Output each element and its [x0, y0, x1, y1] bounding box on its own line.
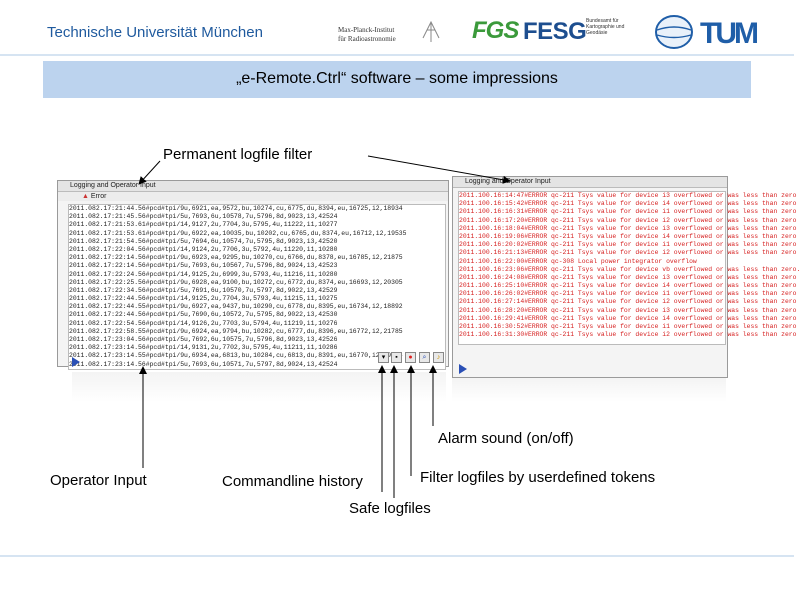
slide-title: „e-Remote.Ctrl“ software – some impressi… — [236, 70, 558, 87]
log-line: 2011.082.17:22:44.55#pcd#tpi/9u,6927,ea,… — [69, 303, 403, 311]
log-line: 2011.100.16:17:20#ERROR qc-211 Tsys valu… — [459, 216, 797, 224]
globe-icon — [655, 15, 693, 49]
log-line: 2011.100.16:27:14#ERROR qc-211 Tsys valu… — [459, 298, 797, 306]
log-line: 2011.100.16:21:13#ERROR qc-211 Tsys valu… — [459, 249, 797, 257]
log-line: 2011.100.16:25:10#ERROR qc-211 Tsys valu… — [459, 282, 797, 290]
title-banner — [43, 61, 751, 98]
left-command-bar: ▾ ▪ ● ⌕ ♪ — [72, 348, 446, 370]
save-icon[interactable]: ▪ — [391, 352, 402, 363]
log-line: 2011.082.17:22:24.56#pcd#tpi/14,9125,2u,… — [69, 270, 338, 278]
log-line: 2011.082.17:21:53.61#pcd#tpi/14,9127,2u,… — [69, 221, 338, 229]
record-icon[interactable]: ● — [405, 352, 416, 363]
log-line: 2011.082.17:21:44.56#pcd#tpi/9u,6921,ea,… — [69, 205, 403, 212]
bkg-logo-line2: Kartographie und Geodäsie — [586, 24, 625, 36]
log-line: 2011.100.16:31:30#ERROR qc-211 Tsys valu… — [459, 331, 797, 339]
footer-divider — [0, 555, 794, 557]
callout-permanent-filter: Permanent logfile filter — [163, 146, 313, 163]
callout-operator-input: Operator Input — [50, 472, 147, 489]
log-line: 2011.100.16:16:31#ERROR qc-211 Tsys valu… — [459, 208, 797, 216]
right-window-title: Logging and Operator Input — [453, 177, 727, 188]
right-window-reflection — [452, 378, 726, 402]
callout-safe-logfiles: Safe logfiles — [349, 500, 431, 517]
header-divider — [0, 54, 794, 56]
mpi-logo: Max-Planck-Institut für Radioastronomie — [338, 26, 396, 44]
bkg-logo-line1: Bundesamt für — [586, 18, 619, 24]
fesg-logo: FESG — [523, 18, 587, 45]
log-line: 2011.082.17:22:44.56#pcd#tpi/5u,7690,6u,… — [69, 311, 338, 319]
university-name: Technische Universität München — [47, 24, 263, 41]
log-line: 2011.100.16:26:02#ERROR qc-211 Tsys valu… — [459, 290, 797, 298]
log-line: 2011.082.17:21:54.56#pcd#tpi/5u,7694,6u,… — [69, 237, 338, 245]
log-line: 2011.100.16:24:08#ERROR qc-211 Tsys valu… — [459, 273, 797, 281]
tum-logo: TUM — [700, 17, 759, 50]
log-line: 2011.100.16:18:04#ERROR qc-211 Tsys valu… — [459, 224, 797, 232]
right-log-window: Logging and Operator Input 2011.100.16:1… — [452, 176, 800, 378]
mpi-logo-line1: Max-Planck-Institut — [338, 26, 395, 34]
log-line: 2011.082.17:22:04.56#pcd#tpi/14,9124,2u,… — [69, 245, 338, 253]
log-line: 2011.082.17:21:53.61#pcd#tpi/9u,6922,ea,… — [69, 229, 407, 237]
log-line: 2011.100.16:15:42#ERROR qc-211 Tsys valu… — [459, 200, 797, 208]
command-prompt-icon[interactable] — [72, 354, 80, 367]
log-line: 2011.100.16:19:06#ERROR qc-211 Tsys valu… — [459, 232, 797, 240]
log-line: 2011.082.17:22:14.56#pcd#tpi/9u,6923,ea,… — [69, 254, 403, 262]
callout-alarm-sound: Alarm sound (on/off) — [438, 430, 574, 447]
mpi-logo-line2: für Radioastronomie — [338, 35, 396, 43]
log-line: 2011.082.17:23:14.56#pcd#tpi/14,9131,2u,… — [69, 344, 338, 352]
log-line: 2011.100.16:28:20#ERROR qc-211 Tsys valu… — [459, 306, 797, 314]
right-log-output: 2011.100.16:14:47#ERROR qc-211 Tsys valu… — [458, 191, 800, 345]
alarm-bell-icon[interactable]: ♪ — [433, 352, 444, 363]
fgs-logo: FGS — [472, 17, 519, 44]
left-log-output: 2011.082.17:21:44.56#pcd#tpi/9u,6921,ea,… — [68, 204, 446, 370]
bkg-logo: Bundesamt für Kartographie und Geodäsie — [586, 18, 646, 36]
log-line: 2011.082.17:23:14.55#pcd#tpi/9u,6934,ea,… — [69, 352, 403, 360]
left-window-reflection — [72, 372, 446, 402]
telescope-icon — [422, 20, 440, 42]
log-line: 2011.100.16:22:00#ERROR qc-308 Local pow… — [459, 257, 697, 265]
left-filter-toolbar: ▲ Error — [58, 192, 448, 201]
log-line: 2011.100.16:20:02#ERROR qc-211 Tsys valu… — [459, 241, 797, 249]
log-line: 2011.082.17:22:14.56#pcd#tpi/5u,7693,6u,… — [69, 262, 338, 270]
log-line: 2011.082.17:22:34.56#pcd#tpi/5u,7691,6u,… — [69, 286, 338, 294]
log-line: 2011.082.17:22:54.56#pcd#tpi/14,9126,2u,… — [69, 319, 338, 327]
history-dropdown-icon[interactable]: ▾ — [378, 352, 389, 363]
log-line: 2011.082.17:22:44.56#pcd#tpi/14,9125,2u,… — [69, 295, 338, 303]
callout-commandline-history: Commandline history — [222, 473, 363, 490]
log-line: 2011.100.16:30:52#ERROR qc-211 Tsys valu… — [459, 323, 797, 330]
filter-icon[interactable]: ▲ — [82, 193, 89, 200]
log-line: 2011.082.17:22:25.56#pcd#tpi/9u,6928,ea,… — [69, 278, 403, 286]
left-window-title: Logging and Operator Input — [58, 181, 448, 192]
log-line: 2011.082.17:21:45.56#pcd#tpi/5u,7693,6u,… — [69, 213, 338, 221]
log-line: 2011.100.16:14:47#ERROR qc-211 Tsys valu… — [459, 192, 797, 199]
log-line: 2011.082.17:22:58.55#pcd#tpi/9u,6924,ea,… — [69, 327, 403, 335]
log-line: 2011.082.17:23:14.56#pcd#tpi/5u,7693,6u,… — [69, 360, 338, 368]
left-log-window: Logging and Operator Input ▲ Error 2011.… — [57, 180, 449, 370]
right-command-prompt-icon[interactable] — [459, 361, 467, 374]
log-line: 2011.082.17:23:04.56#pcd#tpi/5u,7692,6u,… — [69, 336, 338, 343]
log-line: 2011.100.16:23:06#ERROR qc-211 Tsys valu… — [459, 265, 800, 273]
search-filter-icon[interactable]: ⌕ — [419, 352, 430, 363]
callout-filter-tokens: Filter logfiles by userdefined tokens — [420, 469, 656, 486]
log-line: 2011.100.16:29:41#ERROR qc-211 Tsys valu… — [459, 314, 797, 322]
filter-label[interactable]: Error — [90, 193, 107, 200]
